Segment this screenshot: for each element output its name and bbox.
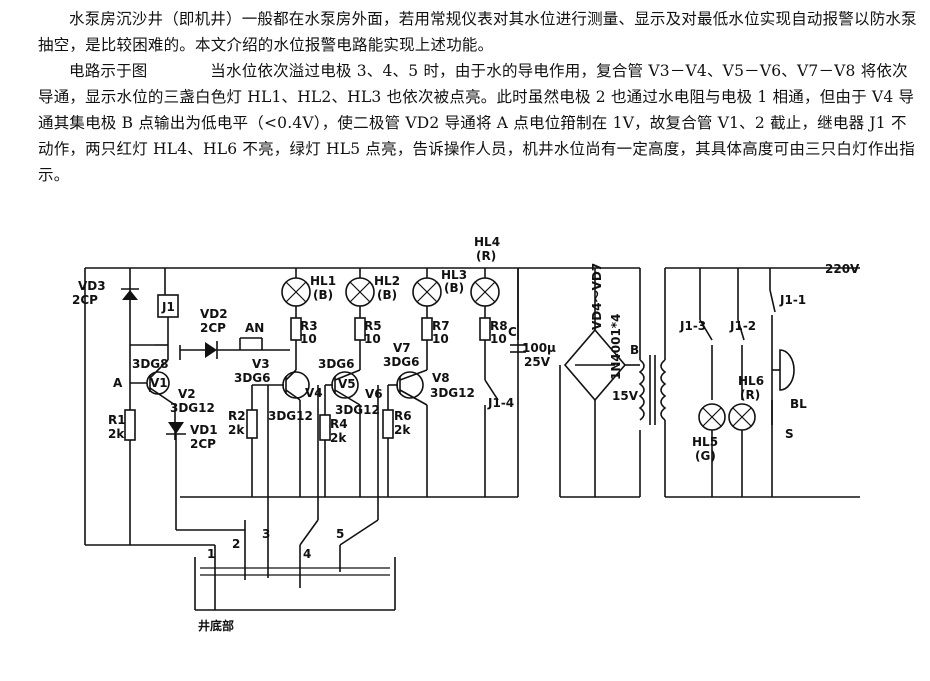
mains-circuit <box>665 267 860 498</box>
label-r2: R2 <box>228 409 246 423</box>
label-hl5-color: (G) <box>695 449 716 463</box>
label-electrode-5: 5 <box>336 527 344 541</box>
label-hl4-color: (R) <box>476 249 496 263</box>
capacitor-c <box>510 268 526 353</box>
article-text: 水泵房沉沙井（即机井）一般都在水泵房外面，若用常规仪表对其水位进行测量、显示及对… <box>38 6 918 188</box>
label-a: A <box>113 376 123 390</box>
label-r7: R7 <box>432 319 450 333</box>
label-r3: R3 <box>300 319 318 333</box>
label-v5: V5 <box>338 377 356 391</box>
label-r6: R6 <box>394 409 412 423</box>
label-r1: R1 <box>108 413 126 427</box>
label-r2-val: 2k <box>228 423 245 437</box>
label-vd4-vd7: VD4～VD7 <box>590 263 604 330</box>
label-3dg8: 3DG8 <box>132 357 169 371</box>
label-hl1-color: (B) <box>313 288 333 302</box>
label-r6-val: 2k <box>394 423 411 437</box>
bridge-rectifier <box>559 268 640 497</box>
label-j1-2: J1-2 <box>729 319 756 333</box>
label-hl6-color: (R) <box>740 388 760 402</box>
label-c-volt: 25V <box>524 355 551 369</box>
label-vd2-type: 2CP <box>200 321 226 335</box>
label-hl1: HL1 <box>310 274 336 288</box>
label-well-bottom: 井底部 <box>198 618 234 633</box>
vd1-diode <box>166 422 186 497</box>
label-vd1-type: 2CP <box>190 437 216 451</box>
resistor-r1 <box>124 383 136 545</box>
label-3dg6-c: 3DG6 <box>383 355 420 369</box>
label-r7-val: 10 <box>432 332 449 346</box>
label-s: S <box>785 427 794 441</box>
label-vd2: VD2 <box>200 307 228 321</box>
paragraph-intro: 水泵房沉沙井（即机井）一般都在水泵房外面，若用常规仪表对其水位进行测量、显示及对… <box>38 10 917 54</box>
label-j1-1: J1-1 <box>779 293 806 307</box>
label-vd3-type: 2CP <box>72 293 98 307</box>
diagram-labels: VD3 2CP J1 VD2 2CP AN 3DG8 A V1 V2 3DG12… <box>72 235 860 633</box>
label-b: B <box>630 343 639 357</box>
label-hl2: HL2 <box>374 274 400 288</box>
label-v8: V8 <box>432 371 450 385</box>
label-electrode-4: 4 <box>303 547 311 561</box>
label-v1: V1 <box>150 376 168 390</box>
label-electrode-1: 1 <box>207 547 215 561</box>
label-v3: V3 <box>252 357 270 371</box>
label-15v: 15V <box>612 389 639 403</box>
lamp-hl2 <box>345 268 375 370</box>
label-r4-val: 2k <box>330 431 347 445</box>
transformer-b <box>638 268 667 497</box>
label-r1-val: 2k <box>108 427 125 441</box>
label-r3-val: 10 <box>300 332 317 346</box>
label-r4: R4 <box>330 417 348 431</box>
lamp-hl3 <box>412 268 442 370</box>
label-vd3: VD3 <box>78 279 106 293</box>
label-r5-val: 10 <box>364 332 381 346</box>
label-3dg12-b: 3DG12 <box>268 409 313 423</box>
label-hl3: HL3 <box>441 268 467 282</box>
label-1n4001: 1N4001*4 <box>609 314 623 380</box>
label-v2: V2 <box>178 387 196 401</box>
label-an: AN <box>245 321 264 335</box>
lamp-hl1 <box>281 268 311 370</box>
label-hl4: HL4 <box>474 235 500 249</box>
button-an <box>239 337 263 350</box>
lamp-hl4 <box>470 268 500 497</box>
label-electrode-3: 3 <box>262 527 270 541</box>
paragraph-circuit: 电路示于图 当水位依次溢过电极 3、4、5 时，由于水的导电作用，复合管 V3－… <box>38 62 915 184</box>
label-hl6: HL6 <box>738 374 764 388</box>
vd2-diode <box>180 341 290 359</box>
transistor-v7-v8 <box>377 369 428 520</box>
label-3dg6-a: 3DG6 <box>234 371 271 385</box>
label-hl2-color: (B) <box>377 288 397 302</box>
label-j1: J1 <box>161 300 175 314</box>
transistor-v3-v4 <box>246 369 310 520</box>
label-3dg12-d: 3DG12 <box>430 386 475 400</box>
label-c-val: 100μ <box>522 341 556 355</box>
label-r5: R5 <box>364 319 382 333</box>
label-v7: V7 <box>393 341 411 355</box>
transistor-v1-v2 <box>129 345 181 440</box>
label-electrode-2: 2 <box>232 537 240 551</box>
label-c: C <box>508 325 517 339</box>
label-3dg12-c: 3DG12 <box>335 403 380 417</box>
label-r8: R8 <box>490 319 508 333</box>
supply-rails <box>84 267 641 610</box>
label-3dg6-b: 3DG6 <box>318 357 355 371</box>
transistor-v5-v6 <box>317 369 361 520</box>
label-v6: V6 <box>365 387 383 401</box>
vd3-diode <box>121 268 166 346</box>
label-bl: BL <box>790 397 807 411</box>
label-3dg12-a: 3DG12 <box>170 401 215 415</box>
label-j1-3: J1-3 <box>679 319 706 333</box>
label-hl3-color: (B) <box>444 281 464 295</box>
label-hl5: HL5 <box>692 435 718 449</box>
label-vd1: VD1 <box>190 423 218 437</box>
label-r8-val: 10 <box>490 332 507 346</box>
label-220v: 220V <box>825 262 860 276</box>
label-v4: V4 <box>305 386 323 400</box>
label-j1-4: J1-4 <box>487 396 514 410</box>
relay-j1 <box>155 294 179 346</box>
water-well <box>175 497 396 611</box>
